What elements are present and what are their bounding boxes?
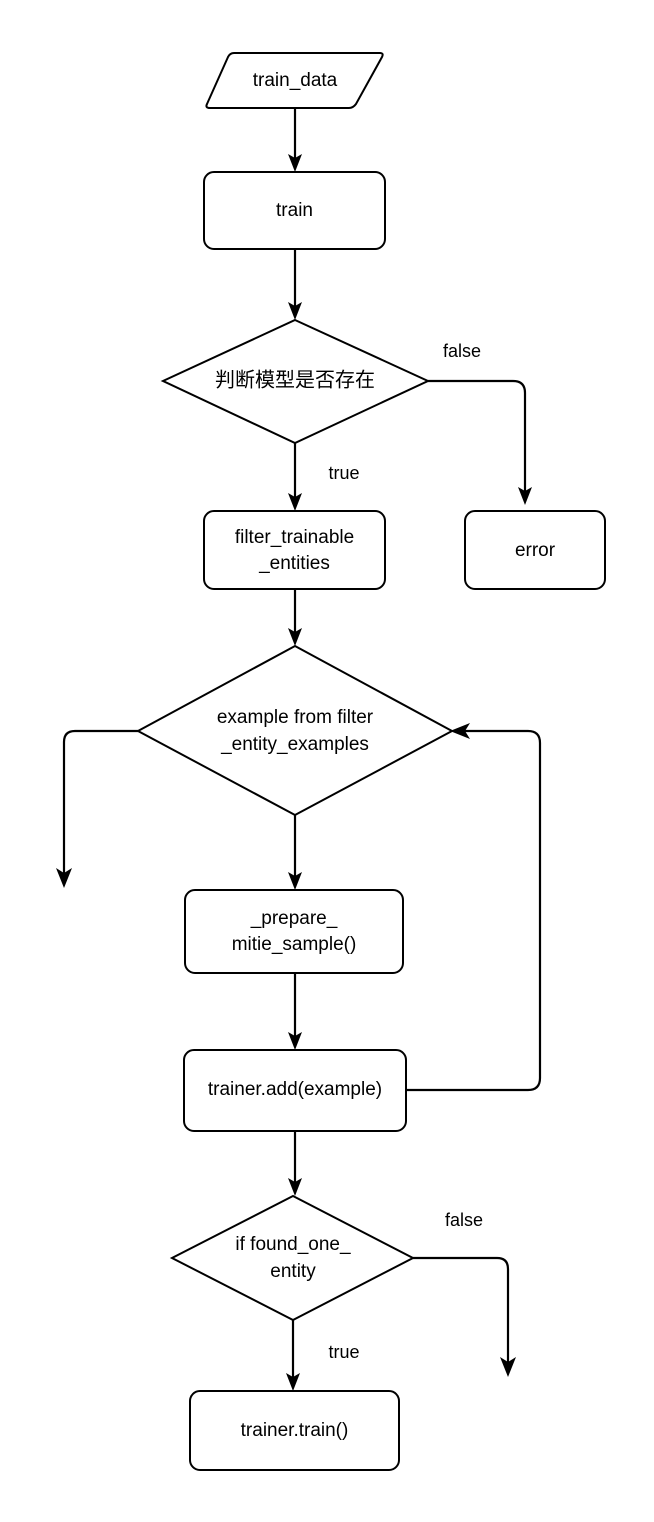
- prepare-mitie-sample-label-line1: _prepare_: [250, 908, 338, 929]
- prepare-mitie-sample-box: [184, 889, 404, 974]
- edge-filter-to-example-loop: [288, 589, 302, 646]
- arrow-head-icon: [288, 1032, 302, 1050]
- edge-model-exists-true: true: [288, 443, 360, 511]
- edge-line: [413, 1256, 510, 1365]
- edge-trainer-add-loopback: [406, 723, 542, 1092]
- arrow-head-icon: [286, 1373, 300, 1391]
- edge-trainer-add-to-found-one-entity: [288, 1131, 302, 1196]
- node-found-one-entity[interactable]: if found_one_ entity: [169, 1194, 416, 1322]
- edge-label-true: true: [328, 463, 359, 483]
- node-example-loop[interactable]: example from filter _entity_examples: [135, 644, 455, 817]
- found-one-entity-diamond: [169, 1194, 416, 1322]
- edge-example-loop-exit: [56, 729, 138, 888]
- error-label: error: [515, 540, 556, 561]
- edge-label-false: false: [443, 341, 481, 361]
- train-data-label: train_data: [253, 70, 338, 91]
- node-model-exists[interactable]: 判断模型是否存在: [160, 318, 431, 445]
- arrow-head-icon: [56, 868, 72, 888]
- trainer-add-label: trainer.add(example): [208, 1079, 382, 1100]
- arrow-head-icon: [288, 628, 302, 646]
- error-box: [464, 510, 606, 590]
- node-prepare-mitie-sample[interactable]: _prepare_ mitie_sample(): [184, 889, 404, 974]
- filter-trainable-entities-label-line1: filter_trainable: [235, 527, 354, 548]
- train-data-parallelogram: [205, 52, 384, 109]
- edge-found-one-entity-false: false: [413, 1210, 516, 1377]
- example-loop-label-line2: _entity_examples: [220, 734, 369, 755]
- trainer-train-label: trainer.train(): [241, 1420, 349, 1441]
- edge-line: [428, 379, 527, 495]
- example-loop-diamond: [135, 644, 455, 817]
- model-exists-label: 判断模型是否存在: [215, 368, 375, 392]
- arrow-head-icon: [450, 723, 470, 739]
- node-trainer-add[interactable]: trainer.add(example): [183, 1049, 407, 1132]
- edge-model-exists-false: false: [428, 341, 532, 505]
- edge-line: [406, 729, 542, 1092]
- node-filter-trainable-entities[interactable]: filter_trainable _entities: [203, 510, 386, 590]
- edge-label-false: false: [445, 1210, 483, 1230]
- edge-example-loop-to-prepare: [288, 815, 302, 890]
- arrow-head-icon: [288, 302, 302, 320]
- filter-trainable-entities-label-line2: _entities: [258, 553, 330, 574]
- edge-train-to-model-exists: [288, 249, 302, 320]
- found-one-entity-label-line1: if found_one_: [235, 1234, 351, 1255]
- arrow-head-icon: [500, 1357, 516, 1377]
- filter-trainable-entities-box: [203, 510, 386, 590]
- arrow-head-icon: [288, 493, 302, 511]
- node-trainer-train[interactable]: trainer.train(): [189, 1390, 400, 1471]
- example-loop-label-line1: example from filter: [217, 707, 374, 728]
- edge-label-true: true: [328, 1342, 359, 1362]
- found-one-entity-label-line2: entity: [270, 1261, 316, 1282]
- arrow-head-icon: [288, 1178, 302, 1196]
- arrow-head-icon: [288, 872, 302, 890]
- arrow-head-icon: [518, 487, 532, 505]
- node-train[interactable]: train: [203, 171, 386, 250]
- train-label: train: [276, 200, 313, 221]
- edge-found-one-entity-true: true: [286, 1320, 360, 1391]
- node-error[interactable]: error: [464, 510, 606, 590]
- arrow-head-icon: [288, 154, 302, 172]
- node-train-data[interactable]: train_data: [205, 52, 384, 109]
- prepare-mitie-sample-label-line2: mitie_sample(): [232, 934, 357, 955]
- edge-prepare-to-trainer-add: [288, 973, 302, 1050]
- edge-line: [62, 729, 138, 876]
- trainer-train-box: [189, 1390, 400, 1471]
- edge-train-data-to-train: [288, 108, 302, 172]
